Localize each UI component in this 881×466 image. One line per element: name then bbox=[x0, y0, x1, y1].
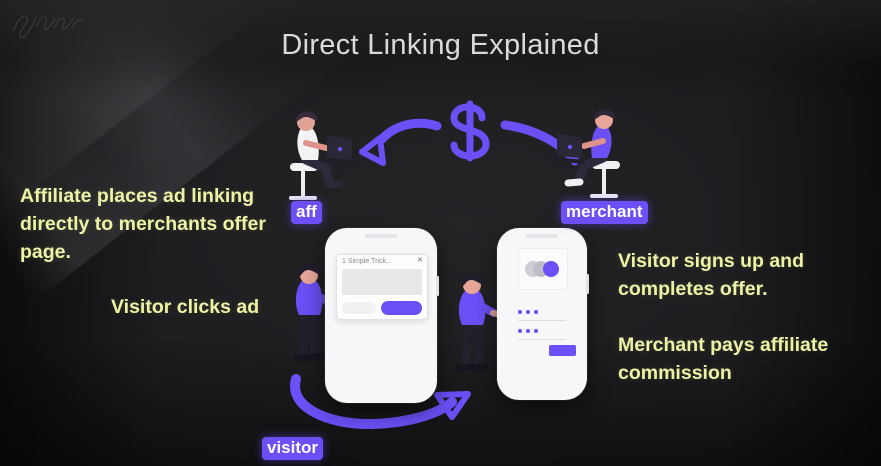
callout-visitor-signs-up: Visitor signs up and completes offer. bbox=[618, 250, 805, 300]
form-field-2-dots bbox=[518, 329, 538, 333]
label-visitor: visitor bbox=[262, 437, 324, 460]
ad-secondary-button[interactable] bbox=[342, 302, 376, 314]
form-submit-button[interactable] bbox=[549, 345, 576, 356]
ad-popup-card[interactable]: 1 Simple Trick... ✕ bbox=[336, 254, 428, 320]
phone-left[interactable]: 1 Simple Trick... ✕ bbox=[325, 228, 439, 403]
ad-headline: 1 Simple Trick... bbox=[342, 258, 392, 265]
ad-image-placeholder bbox=[342, 269, 422, 295]
form-field-1-line[interactable] bbox=[518, 320, 566, 321]
callout-visitor-clicks: Visitor clicks ad bbox=[111, 296, 260, 318]
merchant-logo bbox=[518, 248, 568, 290]
label-merchant: merchant bbox=[561, 201, 648, 224]
label-aff: aff bbox=[291, 201, 322, 224]
phone-notch bbox=[365, 234, 397, 238]
callout-affiliate: Affiliate places ad linking directly to … bbox=[20, 185, 266, 263]
phone-notch bbox=[526, 234, 558, 238]
callout-merchant-pays-commission: Merchant pays affiliate commission bbox=[618, 334, 829, 384]
phone-side-button[interactable] bbox=[436, 276, 439, 296]
form-field-1-dots bbox=[518, 310, 538, 314]
close-icon[interactable]: ✕ bbox=[417, 257, 423, 264]
page-title: Direct Linking Explained bbox=[281, 29, 600, 61]
phone-side-button[interactable] bbox=[586, 274, 589, 294]
form-field-2-line[interactable] bbox=[518, 339, 566, 340]
ad-cta-button[interactable] bbox=[381, 301, 422, 315]
logo-circle-3 bbox=[543, 261, 559, 277]
phone-right[interactable] bbox=[497, 228, 589, 400]
